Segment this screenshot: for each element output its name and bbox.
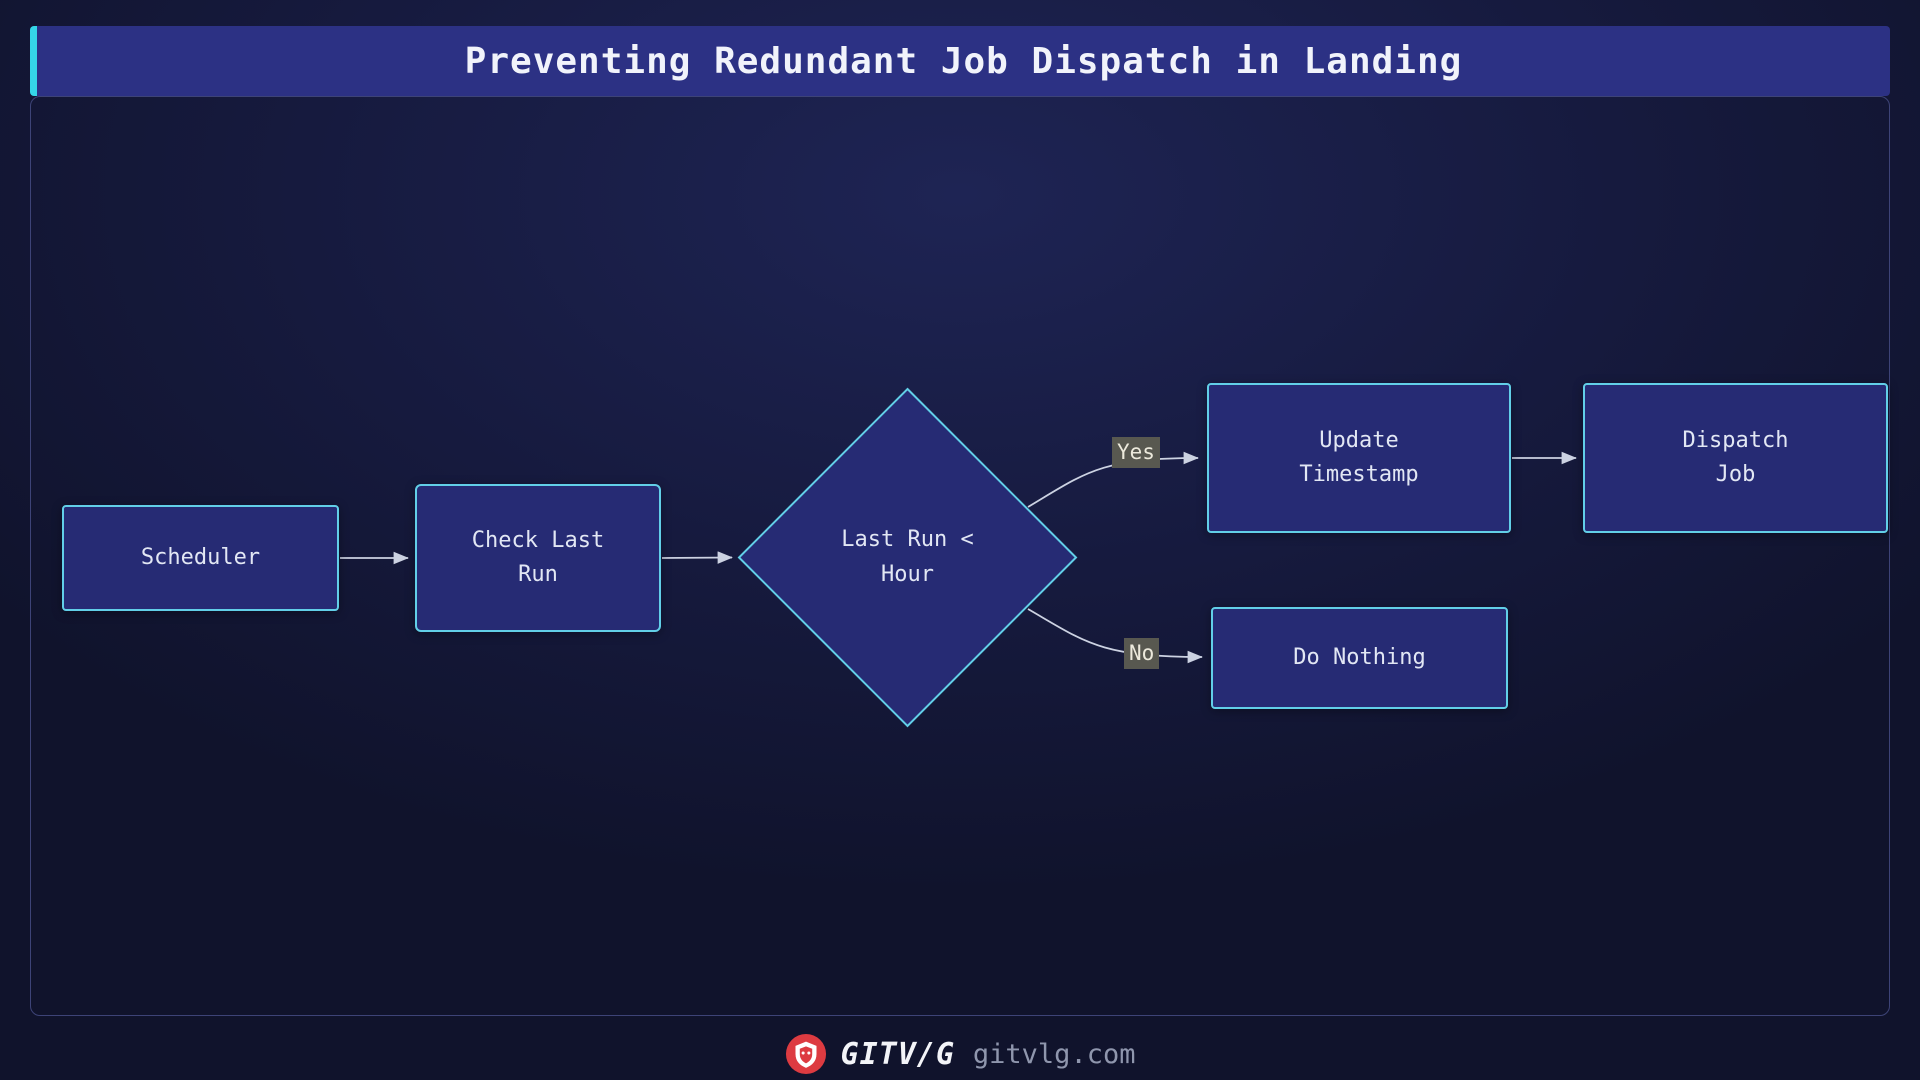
- node-do-nothing: Do Nothing: [1211, 607, 1508, 709]
- page-title: Preventing Redundant Job Dispatch in Lan…: [464, 40, 1463, 82]
- node-decision-label: Last Run < Hour: [841, 527, 974, 587]
- node-scheduler: Scheduler: [62, 505, 339, 611]
- title-bar: Preventing Redundant Job Dispatch in Lan…: [30, 26, 1890, 96]
- brand-logo-icon: [785, 1033, 826, 1075]
- node-update-timestamp: Update Timestamp: [1207, 383, 1511, 533]
- edge-label-no: No: [1124, 638, 1160, 670]
- diagram-panel: [30, 96, 1890, 1016]
- edge-label-yes: Yes: [1112, 437, 1160, 469]
- footer: GITV/G gitvlg.com: [0, 1028, 1920, 1080]
- brand-name: GITV/G: [840, 1036, 955, 1072]
- brand-site-url: gitvlg.com: [972, 1038, 1136, 1070]
- node-dispatch-job: Dispatch Job: [1583, 383, 1888, 533]
- node-check-last-run: Check Last Run: [415, 484, 661, 632]
